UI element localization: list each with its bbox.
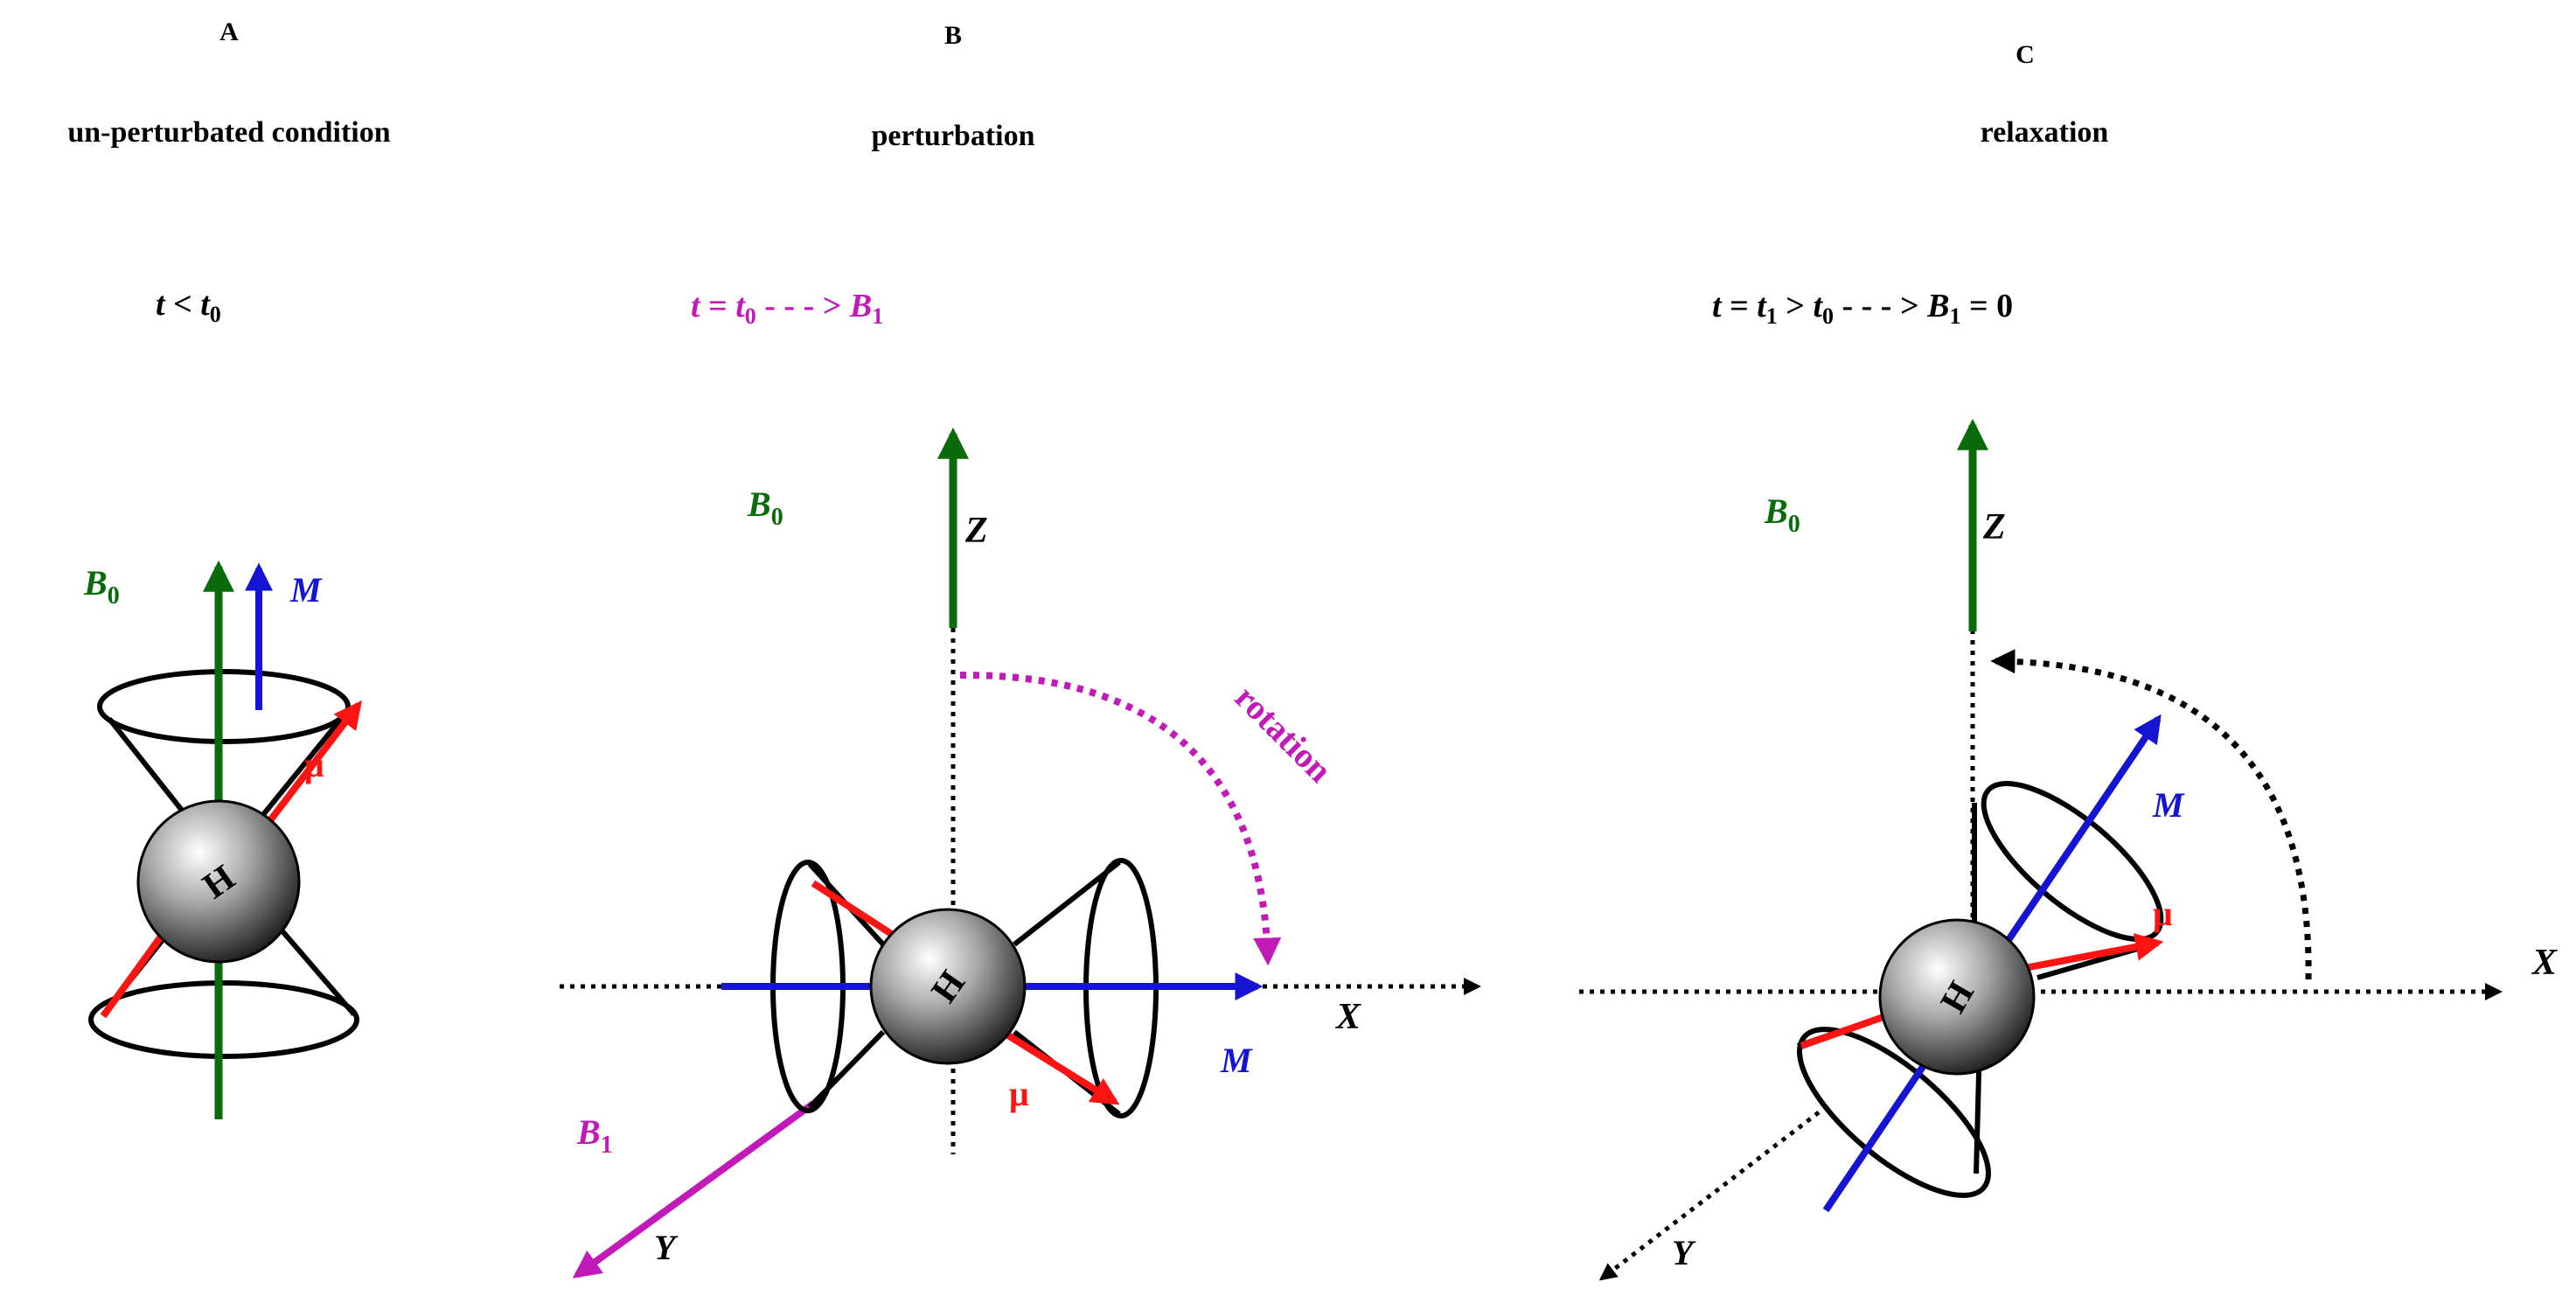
panel-a-time-label: t < t0 [156, 286, 221, 327]
panel-c-time-label: t = t1 > t0 - - - > B1 = 0 [1712, 288, 2013, 329]
panel-b-b1-label: B1 [576, 1112, 613, 1159]
panel-b-mu-arrow [994, 1025, 1120, 1105]
panel-b-b1-arrow [572, 1100, 816, 1279]
panel-a-m-label: M [289, 570, 323, 610]
panel-b-x-axis-label: X [1334, 997, 1361, 1037]
panel-c-hydrogen-nucleus [1878, 918, 2036, 1076]
panel-a-mu-arrow-upper [259, 700, 362, 833]
panel-b-m-label: M [1220, 1041, 1253, 1080]
panel-c-y-axis-label: Y [1672, 1233, 1696, 1272]
panel-a-mu-label: μ [304, 745, 324, 784]
panel-b-y-axis-label: Y [654, 1228, 679, 1267]
panel-b-title: perturbation [872, 120, 1035, 152]
panel-a-title: un-perturbated condition [67, 116, 390, 149]
panel-c-m-label: M [2152, 785, 2185, 825]
panel-a-b0-label: B0 [83, 563, 120, 610]
panel-c-mu-line-lower [1800, 1009, 1897, 1049]
panel-c-title: relaxation [1981, 116, 2109, 149]
panel-c-z-axis-label: Z [1982, 507, 2006, 547]
panel-b-z-axis-label: Z [964, 511, 988, 551]
panel-c: C relaxation t = t1 > t0 - - - > B1 = 0 … [1579, 40, 2558, 1281]
panel-b-hydrogen-nucleus [869, 908, 1027, 1065]
panel-c-relaxation-arc [1990, 649, 2312, 980]
panel-c-letter: C [2016, 40, 2035, 69]
panel-c-mu-label: μ [2153, 894, 2173, 933]
panel-b-time-label: t = t0 - - - > B1 [691, 288, 883, 329]
panel-c-x-axis-label: X [2531, 943, 2558, 983]
panel-b-letter: B [944, 21, 962, 50]
panel-c-mu-arrow [2019, 933, 2164, 972]
panel-c-y-axis [1598, 1111, 1821, 1281]
panel-a: A un-perturbated condition t < t0 B0 M μ… [67, 17, 391, 1119]
panel-b-rotation-label: rotation [1228, 678, 1340, 791]
panel-c-b0-label: B0 [1764, 491, 1800, 538]
panel-b-rotation-arc [959, 671, 1282, 966]
panel-a-hydrogen-nucleus [136, 799, 301, 964]
panel-b-mu-label: μ [1009, 1074, 1029, 1113]
panel-a-letter: A [219, 17, 239, 46]
panel-b-b0-label: B0 [747, 484, 783, 531]
panel-c-precession-cone [1797, 781, 2164, 1198]
panel-b: B perturbation t = t0 - - - > B1 B0 Z X … [560, 21, 1481, 1279]
